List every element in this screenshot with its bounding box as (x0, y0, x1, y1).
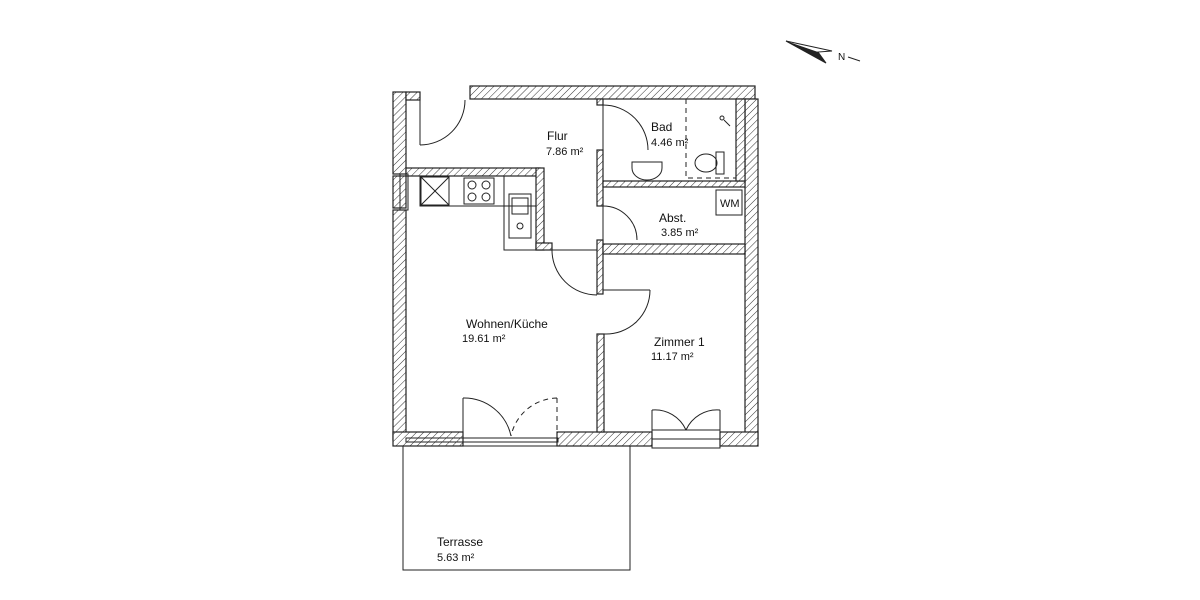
kitchen-fixtures (419, 175, 537, 251)
washer-label: WM (720, 198, 740, 210)
toilet-icon (715, 151, 725, 175)
room-name: Abst. (659, 211, 686, 225)
sink-icon (508, 193, 532, 239)
stove-icon (463, 177, 495, 205)
room-name: Flur (547, 129, 568, 143)
washbasin-icon (631, 161, 663, 181)
room-name: Bad (651, 120, 672, 134)
doors (419, 99, 721, 437)
washing-machine: WM (715, 189, 743, 216)
room-area: 5.63 m² (437, 552, 475, 564)
compass-label: N (838, 52, 845, 63)
room-name: Wohnen/Küche (466, 317, 548, 331)
room-label-flur: Flur 7.86 m² (546, 129, 584, 158)
room-area: 4.46 m² (651, 137, 689, 149)
room-area: 7.86 m² (546, 146, 584, 158)
room-name: Zimmer 1 (654, 335, 705, 349)
fridge-icon (420, 176, 450, 206)
room-label-wohnen: Wohnen/Küche 19.61 m² (462, 317, 548, 345)
compass: N (785, 40, 861, 64)
shower-icon (719, 115, 731, 127)
room-label-bad: Bad 4.46 m² (651, 120, 689, 149)
exterior-walls (392, 85, 759, 447)
room-name: Terrasse (437, 535, 483, 549)
room-area: 19.61 m² (462, 333, 506, 345)
bath-fixtures (631, 99, 736, 181)
interior-walls (405, 98, 746, 433)
terrace-outline (402, 445, 631, 571)
room-label-abst: Abst. 3.85 m² (659, 211, 699, 239)
room-label-terrasse: Terrasse 5.63 m² (437, 535, 483, 564)
room-label-zimmer: Zimmer 1 11.17 m² (651, 335, 705, 363)
room-area: 11.17 m² (651, 351, 694, 363)
room-area: 3.85 m² (661, 227, 699, 239)
